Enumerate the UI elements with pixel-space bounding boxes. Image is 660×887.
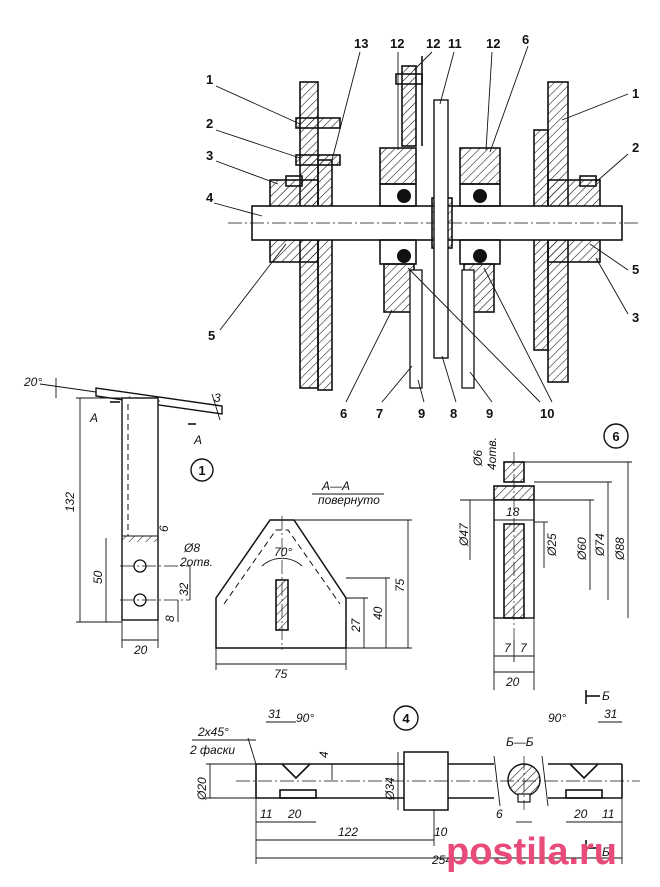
section-mark-a-right: A: [193, 433, 202, 447]
shaft-dim-d34: Ø34: [383, 777, 397, 801]
callout-3-right: 3: [632, 310, 639, 325]
part-4-number: 4: [402, 711, 410, 726]
knife-section: А—А повернуто 70° 75 40 27 75: [215, 479, 412, 681]
callout-1-left: 1: [206, 72, 213, 87]
hub-dim-holes: 4отв.: [485, 437, 499, 470]
dim-20: 20: [133, 643, 148, 657]
hub-dim-d60: Ø60: [575, 537, 589, 561]
callout-6-bottom: 6: [340, 406, 347, 421]
shaft-dim-122: 122: [338, 825, 358, 839]
shaft-section-mark-top: Б: [602, 689, 610, 703]
cutting-disc: [433, 99, 449, 359]
shaft-dim-20-right: 20: [573, 807, 588, 821]
callout-9-right: 9: [486, 406, 493, 421]
callout-13: 13: [354, 36, 368, 51]
dim-angle-20: 20°: [23, 375, 42, 389]
callout-2-right: 2: [632, 140, 639, 155]
hub-dim-20: 20: [505, 675, 520, 689]
knife-dim-75-w: 75: [274, 667, 288, 681]
hub-dim-18: 18: [506, 505, 520, 519]
shaft-section-mark-bottom: Б: [602, 845, 610, 859]
shaft-dim-31-right: 31: [604, 707, 617, 721]
knife-dim-75-h: 75: [393, 578, 407, 592]
knife-angle-70: 70°: [274, 545, 292, 559]
shaft-dim-10: 10: [434, 825, 448, 839]
part-4-shaft: 4: [189, 689, 640, 867]
shaft-dim-4: 4: [317, 751, 331, 758]
dim-6: 6: [157, 525, 171, 532]
dim-thickness-3: 3: [214, 391, 221, 405]
shaft-section-title: Б—Б: [506, 735, 534, 749]
callout-11: 11: [448, 36, 462, 51]
callout-12-c: 12: [486, 36, 500, 51]
shaft-dim-90-left: 90°: [296, 711, 314, 725]
callout-5-left: 5: [208, 328, 215, 343]
callout-10: 10: [540, 406, 554, 421]
shaft-dim-11-right: 11: [602, 807, 614, 821]
left-housing: [270, 180, 318, 208]
dim-hole-dia: Ø8: [183, 541, 200, 555]
dim-holes-count: 2отв.: [179, 555, 213, 569]
knife-dim-40: 40: [371, 606, 385, 620]
callout-4: 4: [206, 190, 214, 205]
shaft-dim-d20: Ø20: [195, 777, 209, 801]
knife-section-title: А—А: [321, 479, 350, 493]
hub-dim-d88: Ø88: [613, 537, 627, 561]
hub-dim-d25: Ø25: [545, 533, 559, 557]
hub-dim-d47: Ø47: [457, 522, 471, 547]
assembly-view: 1 2 3 4 5 13 12 12 11 12 6 1 2 5 3 6 7 9…: [206, 32, 640, 421]
shaft-dim-31-left: 31: [268, 707, 281, 721]
callout-1-right: 1: [632, 86, 639, 101]
shaft-dim-20-left: 20: [287, 807, 302, 821]
hub-dim-7-right: 7: [520, 641, 528, 655]
hub-dim-d74: Ø74: [593, 533, 607, 557]
callout-5-right: 5: [632, 262, 639, 277]
callout-7: 7: [376, 406, 383, 421]
shaft-chamfer-note: 2 фаски: [189, 743, 235, 757]
shaft-chamfer: 2х45°: [197, 725, 229, 739]
hub-dim-d6: Ø6: [471, 450, 485, 467]
callout-8: 8: [450, 406, 457, 421]
shaft-dim-6: 6: [496, 807, 503, 821]
part-6-hub: 6 Ø6 4отв. Ø47 18 Ø25 Ø60 Ø74 Ø88 7: [457, 423, 632, 690]
watermark: postila.ru: [446, 831, 617, 873]
callout-12-b: 12: [426, 36, 440, 51]
dim-50: 50: [91, 570, 105, 584]
knife-dim-27: 27: [349, 617, 363, 633]
part-1-number: 1: [198, 463, 205, 478]
callout-6-top: 6: [522, 32, 529, 47]
part-6-number: 6: [612, 429, 619, 444]
hub-dim-7-left: 7: [504, 641, 512, 655]
shaft-dim-90-right: 90°: [548, 711, 566, 725]
callout-2-left: 2: [206, 116, 213, 131]
dim-8: 8: [163, 615, 177, 622]
shaft-dim-11-left: 11: [260, 807, 272, 821]
dim-132: 132: [63, 492, 77, 512]
shaft-dim-254: 254: [431, 853, 452, 867]
callout-3-left: 3: [206, 148, 213, 163]
callout-9-left: 9: [418, 406, 425, 421]
knife-section-note: повернуто: [318, 493, 380, 507]
callout-12-a: 12: [390, 36, 404, 51]
dim-32: 32: [177, 582, 191, 596]
section-mark-a-left: A: [89, 411, 98, 425]
part-1-bracket: 1 20° 3 A A 132 50 6 Ø8 2отв. 32 8 20: [23, 375, 223, 657]
